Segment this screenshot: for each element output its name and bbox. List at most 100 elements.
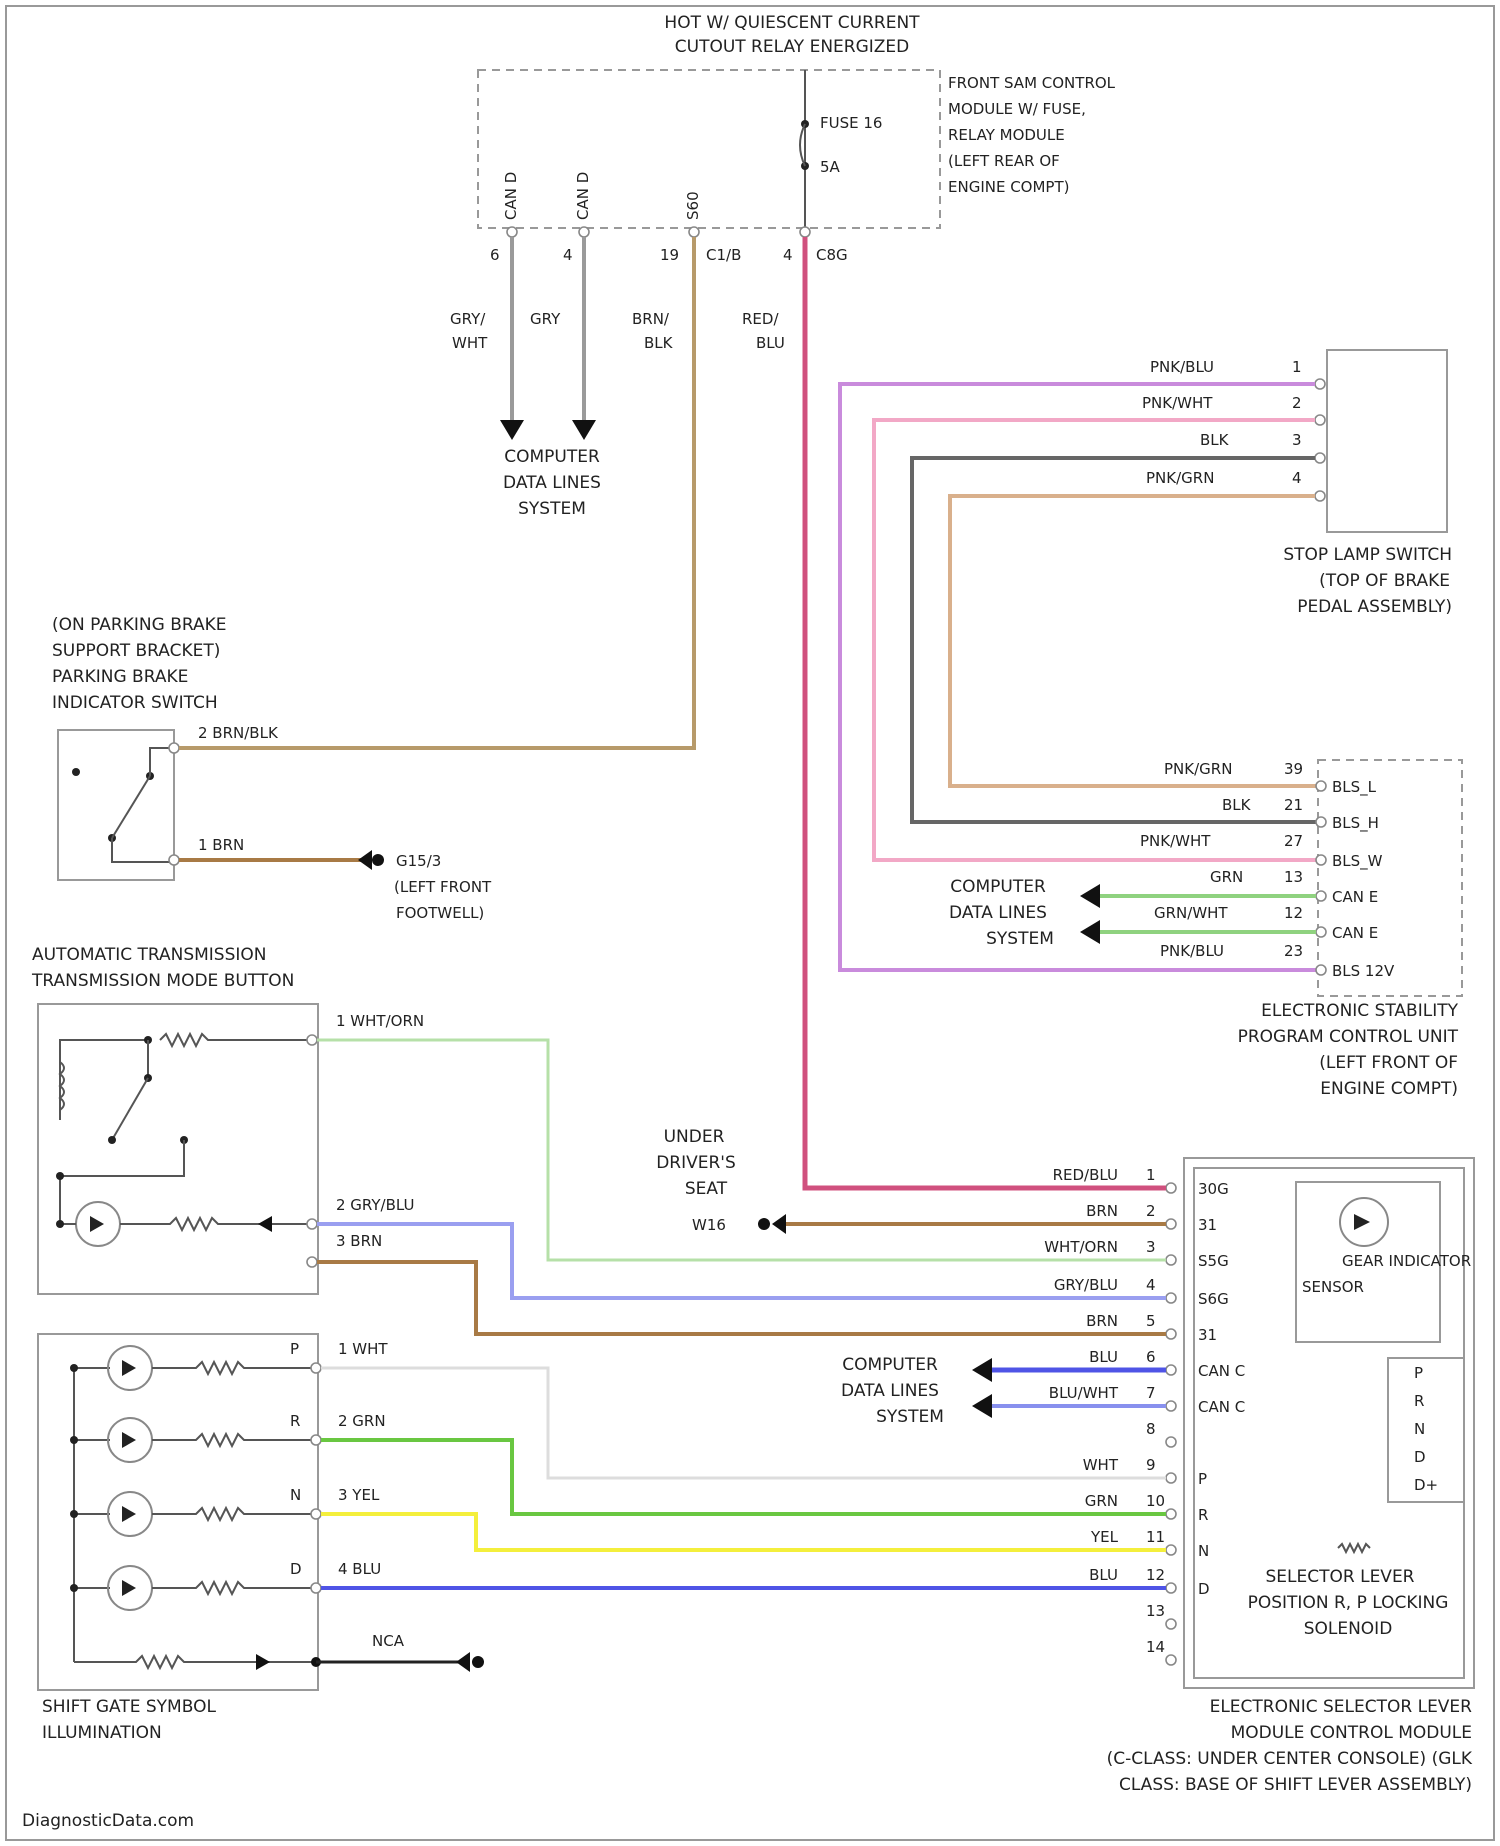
- pin-label-can-d-2: CAN D: [574, 172, 592, 220]
- esp-pin-39: [1316, 781, 1326, 791]
- stop-lamp-pin-3: [1315, 453, 1325, 463]
- selector-pin-1: [1166, 1183, 1176, 1193]
- selector-wire-label: BRN: [1086, 1202, 1118, 1220]
- sam-pin-19: [689, 227, 699, 237]
- stop-lamp-title-3: PEDAL ASSEMBLY): [1297, 597, 1452, 617]
- ground-g153-line-2: (LEFT FRONT: [394, 878, 492, 896]
- selector-pin-number: 6: [1146, 1348, 1156, 1366]
- mode-button-pin-3: [307, 1257, 317, 1267]
- cdl-line-1: COMPUTER: [504, 447, 600, 467]
- stop-lamp-wire-2: PNK/WHT: [1142, 394, 1213, 412]
- solenoid-line-1: SELECTOR LEVER: [1266, 1567, 1415, 1587]
- pin-label-s60: S60: [684, 191, 702, 220]
- selector-title-3: (C-CLASS: UNDER CENTER CONSOLE) (GLK: [1107, 1749, 1473, 1769]
- parking-brake-wire-2: 2 BRN/BLK: [198, 724, 279, 742]
- selector-title-2: MODULE CONTROL MODULE: [1231, 1723, 1472, 1743]
- selector-wire-label: RED/BLU: [1053, 1166, 1118, 1184]
- selector-pin-5: [1166, 1329, 1176, 1339]
- selector-pin-9: [1166, 1473, 1176, 1483]
- stop-lamp-pin-number-2: 2: [1292, 394, 1302, 412]
- mode-button-body: [38, 1004, 318, 1294]
- shift-gate-nca: NCA: [372, 1632, 405, 1650]
- module-line-5: ENGINE COMPT): [948, 178, 1070, 196]
- shift-gate-pin-4: [311, 1583, 321, 1593]
- selector-pin-number: 14: [1146, 1638, 1165, 1656]
- sam-pin-4a: [579, 227, 589, 237]
- selector-title-4: CLASS: BASE OF SHIFT LEVER ASSEMBLY): [1119, 1775, 1472, 1795]
- transmission-mode-button: AUTOMATIC TRANSMISSION TRANSMISSION MODE…: [31, 945, 424, 1294]
- shift-gate-pin-1: [311, 1363, 321, 1373]
- esp-pin-13: [1316, 891, 1326, 901]
- wire-label-blu: BLU: [756, 334, 785, 352]
- gear-letter-p: P: [1414, 1364, 1423, 1382]
- gear-letter-r: R: [1414, 1392, 1424, 1410]
- gear-letter-d: D: [1414, 1448, 1426, 1466]
- shift-gate-letter-p: P: [290, 1340, 299, 1358]
- selector-signal-label: CAN C: [1198, 1362, 1245, 1380]
- arrow-left-icon: [972, 1358, 992, 1382]
- esp-pin-number-27: 27: [1284, 832, 1303, 850]
- selector-pin-number: 11: [1146, 1528, 1165, 1546]
- esp-cdl-line-1: COMPUTER: [950, 877, 1046, 897]
- resistor-icon: [152, 1508, 312, 1520]
- led-icon: [122, 1432, 136, 1448]
- selector-wire-label: BLU: [1089, 1348, 1118, 1366]
- parking-brake-title-2: SUPPORT BRACKET): [52, 641, 220, 661]
- selector-signal-label: S5G: [1198, 1252, 1229, 1270]
- gear-letter-n: N: [1414, 1420, 1425, 1438]
- resistor-icon: [152, 1582, 312, 1594]
- parking-brake-switch-body: [58, 730, 174, 880]
- module-line-4: (LEFT REAR OF: [948, 152, 1060, 170]
- parking-brake-wire-1: 1 BRN: [198, 836, 244, 854]
- footer-watermark: DiagnosticData.com: [22, 1811, 194, 1831]
- mode-button-wire-3: 3 BRN: [336, 1232, 382, 1250]
- shift-gate-wire-1: 1 WHT: [338, 1340, 388, 1358]
- selector-wire-label: BLU/WHT: [1049, 1384, 1119, 1402]
- wire-label-wht: WHT: [452, 334, 488, 352]
- esp-title-4: ENGINE COMPT): [1320, 1079, 1458, 1099]
- sam-pin-number-19: 19: [660, 246, 679, 264]
- ground-icon: [758, 1218, 770, 1230]
- mode-button-title-2: TRANSMISSION MODE BUTTON: [31, 971, 294, 991]
- selector-pin-number: 12: [1146, 1566, 1165, 1584]
- wire-brn-blk: [179, 237, 694, 748]
- wire-label-gry-2: GRY: [530, 310, 561, 328]
- esp-pin-number-39: 39: [1284, 760, 1303, 778]
- cdl-line-3: SYSTEM: [518, 499, 586, 519]
- selector-pin-number: 8: [1146, 1420, 1156, 1438]
- mode-button-wire-2: 2 GRY/BLU: [336, 1196, 415, 1214]
- switch-lead: [112, 838, 174, 862]
- stop-lamp-pin-1: [1315, 379, 1325, 389]
- led-icon: [90, 1216, 104, 1232]
- solenoid-line-2: POSITION R, P LOCKING: [1248, 1593, 1449, 1613]
- wire-pnk-grn: [950, 496, 1316, 786]
- parking-brake-title-1: (ON PARKING BRAKE: [52, 615, 227, 635]
- esp-wire-2: BLK: [1222, 796, 1252, 814]
- wire-wht-orn: [317, 1040, 1166, 1260]
- mode-button-pin-2: [307, 1219, 317, 1229]
- stop-lamp-pin-4: [1315, 491, 1325, 501]
- shift-gate-letter-d: D: [290, 1560, 302, 1578]
- selector-pin-4: [1166, 1293, 1176, 1303]
- esp-pin-27: [1316, 855, 1326, 865]
- ground-icon: [472, 1656, 484, 1668]
- solenoid-coil-icon: [1338, 1544, 1370, 1552]
- selector-pin-rows: 1RED/BLU30G2BRN313WHT/ORNS5G4GRY/BLUS6G5…: [1044, 1166, 1245, 1665]
- selector-signal-label: 31: [1198, 1216, 1217, 1234]
- selector-pin-6: [1166, 1365, 1176, 1375]
- arrow-down-icon: [572, 420, 596, 440]
- connector-c8g: C8G: [816, 246, 848, 264]
- selector-wire-label: BRN: [1086, 1312, 1118, 1330]
- switch-contact: [72, 768, 80, 776]
- wire-label-red: RED/: [742, 310, 779, 328]
- esp-title-1: ELECTRONIC STABILITY: [1261, 1001, 1458, 1021]
- esp-signal-can-e-1: CAN E: [1332, 888, 1378, 906]
- selector-pin-7: [1166, 1401, 1176, 1411]
- diagram-frame: [6, 6, 1494, 1840]
- selector-signal-label: 31: [1198, 1326, 1217, 1344]
- mode-button-wire-1: 1 WHT/ORN: [336, 1012, 424, 1030]
- selector-signal-label: P: [1198, 1470, 1207, 1488]
- junction-dot: [70, 1364, 78, 1372]
- stop-lamp-pin-number-1: 1: [1292, 358, 1302, 376]
- junction-dot: [70, 1510, 78, 1518]
